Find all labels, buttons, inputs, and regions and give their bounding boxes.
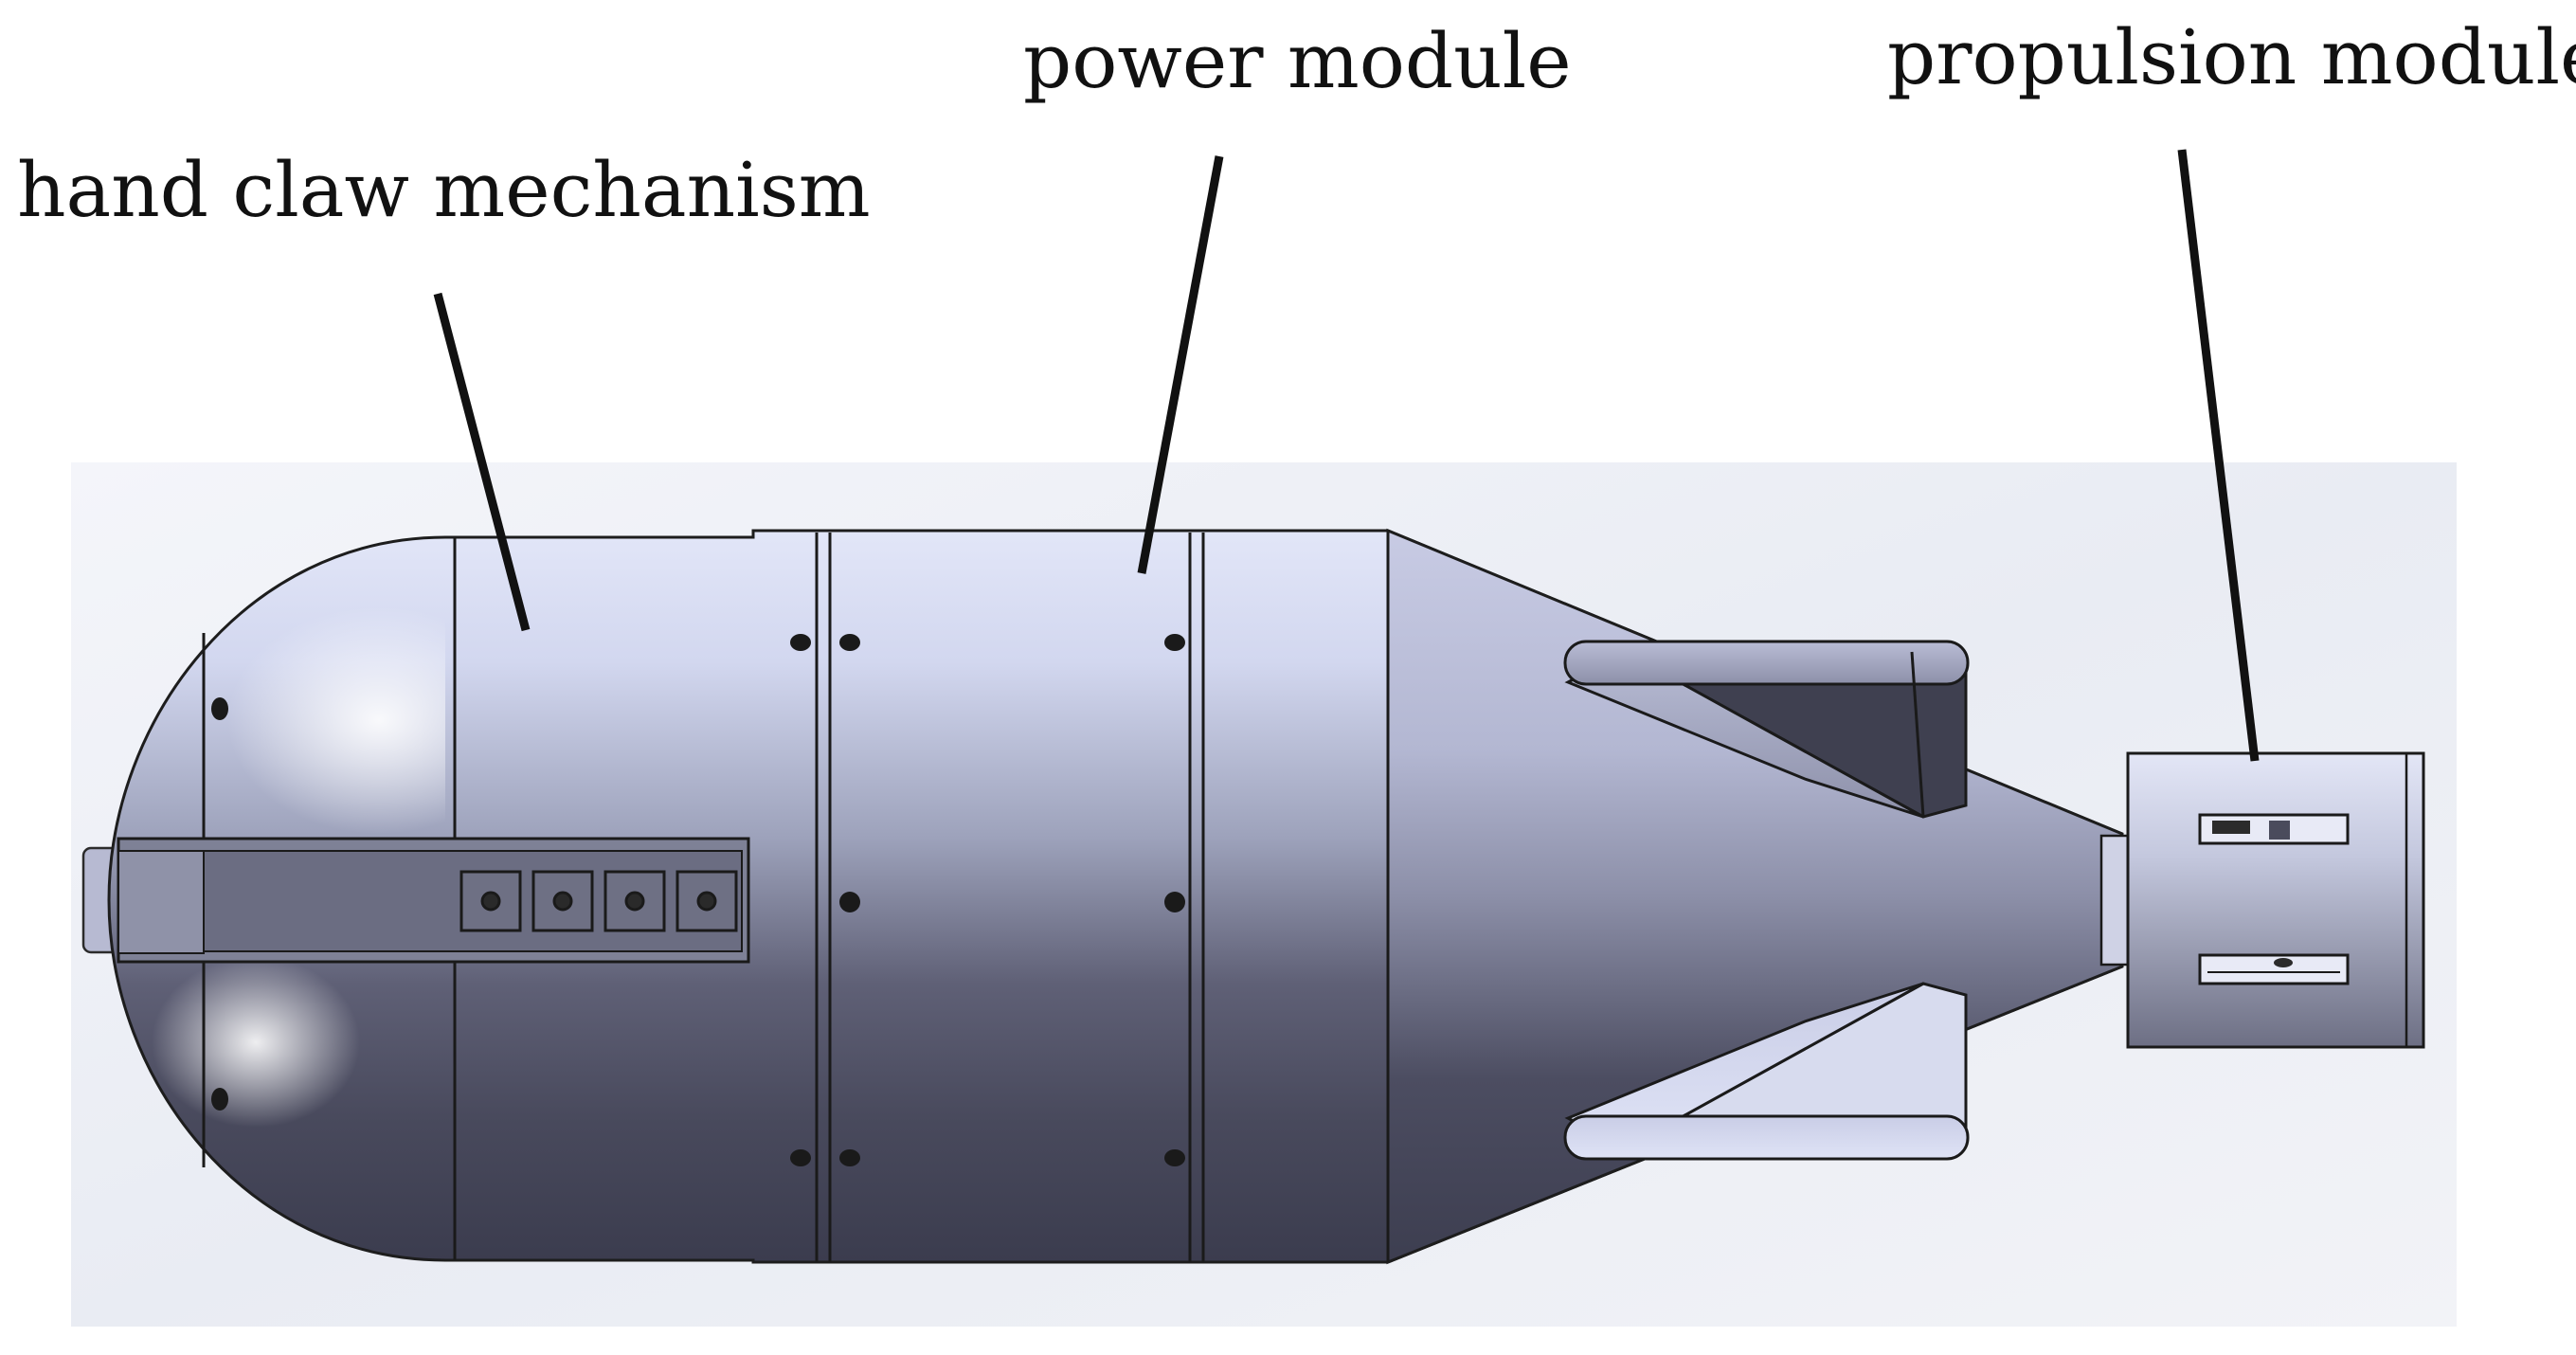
claw-slot: [117, 837, 750, 964]
label-propulsion-module: propulsion module: [1887, 13, 2576, 101]
propulsion-shaft: [2099, 834, 2130, 967]
propulsion-housing: [2126, 751, 2425, 1049]
lower-fin: [1563, 982, 1970, 1161]
leader-line-hand-claw: [433, 292, 531, 632]
label-power-module: power module: [1023, 17, 1572, 105]
label-hand-claw-mechanism: hand claw mechanism: [17, 146, 871, 234]
leader-lines: [433, 149, 2260, 762]
claw-sockets: [459, 870, 738, 932]
leader-line-power: [1137, 155, 1224, 574]
screw-holes: [211, 634, 1185, 1166]
leader-line-propulsion: [2177, 149, 2260, 762]
upper-fin: [1563, 640, 1970, 819]
